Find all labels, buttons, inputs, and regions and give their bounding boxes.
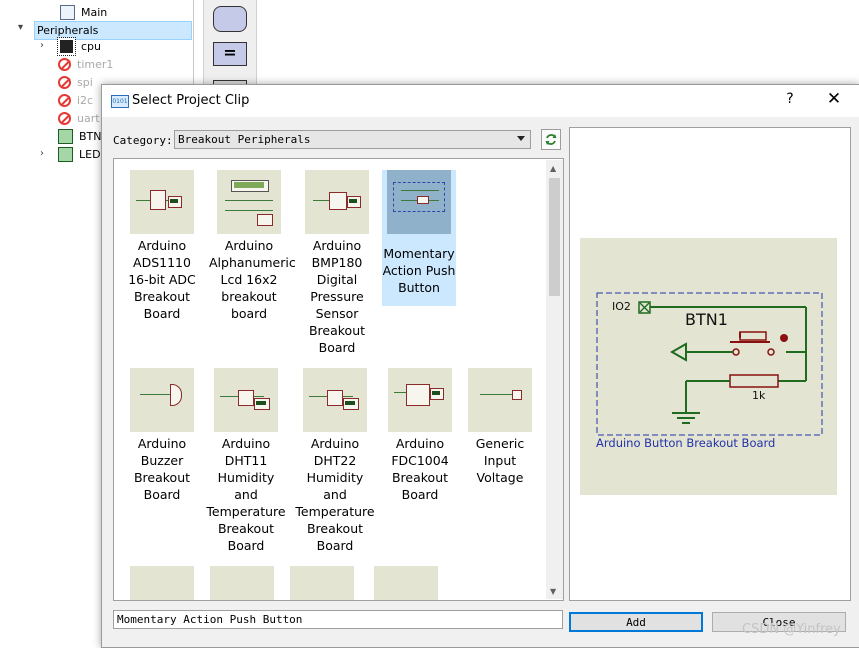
clip-item[interactable]: Arduino DHT22 Humidity and Temperature B… (295, 368, 375, 554)
tree-item-i2c[interactable]: i2c (58, 92, 93, 109)
clip-item[interactable]: Arduino ADS1110 16-bit ADC Breakout Boar… (122, 170, 202, 322)
category-label: Category: (113, 134, 173, 147)
clip-thumbnail (388, 368, 452, 432)
add-button[interactable]: Add (569, 612, 703, 632)
chevron-down-icon (517, 136, 525, 141)
clip-thumbnail (214, 368, 278, 432)
help-button[interactable]: ? (786, 91, 794, 107)
preview-schematic: IO2 BTN1 1k Arduino Button Breakout Boar… (580, 238, 837, 495)
chevron-right-icon[interactable]: › (40, 148, 44, 159)
dialog-titlebar[interactable]: 0101 Select Project Clip ? ✕ (102, 85, 859, 117)
select-project-clip-dialog: 0101 Select Project Clip ? ✕ Category: B… (101, 84, 859, 648)
clip-thumbnail (374, 566, 438, 600)
clip-item[interactable]: Arduino Alphanumeric Lcd 16x2 breakout b… (209, 170, 296, 322)
clip-thumbnail (468, 368, 532, 432)
disabled-icon (58, 75, 71, 89)
clip-thumbnail (303, 368, 367, 432)
clip-list[interactable]: Arduino ADS1110 16-bit ADC Breakout Boar… (113, 158, 564, 601)
shape-palette: = (203, 0, 257, 102)
chip-icon (57, 36, 76, 56)
clip-thumbnail (130, 170, 194, 234)
tree-item-timer1[interactable]: timer1 (58, 56, 113, 73)
tree-item-led1[interactable]: LED1 (58, 146, 108, 163)
tree-item-main[interactable]: Main (60, 4, 107, 21)
panel-divider (193, 0, 194, 100)
process-shape-icon[interactable]: = (213, 42, 247, 66)
clip-name-field[interactable]: Momentary Action Push Button (113, 610, 563, 629)
clip-thumbnail (210, 566, 274, 600)
scrollbar-thumb[interactable] (549, 178, 560, 296)
tree-item-uart[interactable]: uart (58, 110, 100, 127)
preview-resistor-label: 1k (752, 389, 766, 402)
component-icon (58, 146, 73, 162)
clip-item (202, 566, 282, 600)
tree-item-spi[interactable]: spi (58, 74, 93, 91)
close-button[interactable]: Close (712, 612, 846, 632)
disabled-icon (58, 93, 71, 107)
refresh-icon (545, 134, 557, 145)
chevron-down-icon[interactable]: ▾ (18, 22, 24, 33)
dialog-title: Select Project Clip (132, 93, 250, 108)
disabled-icon (58, 57, 71, 71)
disabled-icon (58, 111, 71, 125)
clip-item[interactable]: Arduino DHT11 Humidity and Temperature B… (206, 368, 286, 554)
preview-part-label: BTN1 (685, 310, 728, 329)
document-icon (60, 4, 75, 20)
clip-item (282, 566, 362, 600)
chevron-right-icon[interactable]: › (40, 40, 44, 51)
component-icon (58, 128, 73, 144)
clip-list-scrollbar[interactable]: ▲ ▼ (546, 160, 563, 599)
clip-thumbnail (387, 170, 451, 234)
clip-item (122, 566, 202, 600)
clip-item-selected[interactable]: Momentary Action Push Button (382, 170, 456, 306)
watermark: CSDN @Yinfrey (742, 622, 841, 637)
scroll-up-arrow-icon[interactable]: ▲ (550, 164, 557, 173)
refresh-button[interactable] (541, 129, 561, 150)
category-select[interactable]: Breakout Peripherals (174, 130, 531, 149)
clip-item[interactable]: Arduino FDC1004 Breakout Board (380, 368, 460, 503)
tree-item-cpu[interactable]: cpu (57, 36, 101, 56)
clip-thumbnail (217, 170, 281, 234)
clip-thumbnail (305, 170, 369, 234)
scroll-down-arrow-icon[interactable]: ▼ (550, 587, 557, 596)
clip-thumbnail (290, 566, 354, 600)
clip-app-icon: 0101 (111, 95, 129, 108)
clip-item (366, 566, 446, 600)
preview-pin-label: IO2 (612, 300, 631, 313)
clip-thumbnail (130, 368, 194, 432)
terminator-shape-icon[interactable] (213, 6, 247, 32)
clip-item[interactable]: Arduino BMP180 Digital Pressure Sensor B… (297, 170, 377, 356)
clip-thumbnail (130, 566, 194, 600)
clip-item[interactable]: Generic Input Voltage (460, 368, 540, 486)
clip-item[interactable]: Arduino Buzzer Breakout Board (122, 368, 202, 503)
tree-item-peripherals[interactable]: Peripherals (34, 21, 192, 40)
close-icon[interactable]: ✕ (826, 89, 842, 109)
clip-preview-panel: IO2 BTN1 1k Arduino Button Breakout Boar… (569, 127, 851, 601)
preview-caption: Arduino Button Breakout Board (596, 436, 776, 450)
